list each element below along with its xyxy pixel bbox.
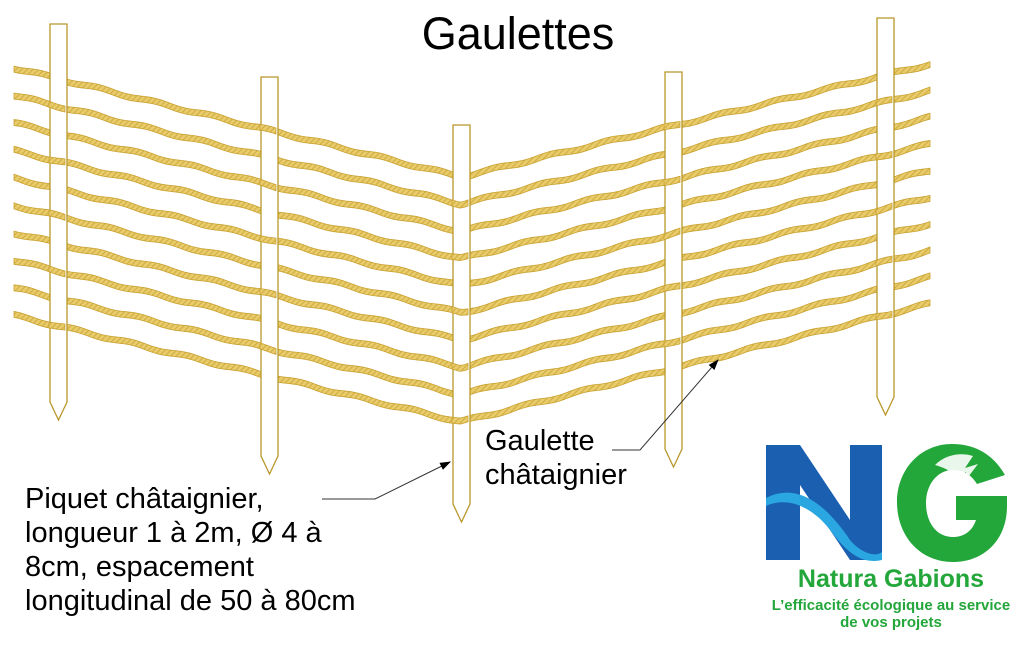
wattle-rod [13,220,931,345]
wattle-rods-front [48,96,893,425]
stake [49,23,68,422]
wattle-rod [48,265,66,278]
wattle-rod [663,121,681,131]
stake [260,76,279,476]
wattle-rod [875,310,893,321]
wattle-rod [48,321,66,331]
wattle-rod [451,362,469,372]
diagram-title: Gaulettes [421,8,615,59]
wattle-rod [13,86,931,209]
gaulette-label: Gaulette châtaignier [485,425,627,491]
wattle-rod [13,112,931,235]
logo-brand-name: Natura Gabions [797,565,985,593]
wattle-rod [13,167,931,288]
piquet-leader [322,461,451,500]
wattle-rod [663,337,681,348]
wattle-rod [48,100,66,113]
stake [876,17,895,417]
ng-monogram-icon [766,444,1007,562]
wattle-rod [13,272,931,399]
wattle-rod [259,342,277,356]
natura-gabions-logo: Natura Gabions L’efficacité écologique a… [760,440,1022,645]
wattle-rod [48,209,66,221]
wattle-rod [451,199,469,209]
wattle-rod [875,202,893,216]
wattle-rod [875,151,893,161]
wattle-rod [13,194,931,316]
wattle-rod [451,306,469,316]
wattle-rod [875,96,893,107]
wattle-rod [259,288,277,299]
wattle-rod [259,123,277,135]
gaulette-leader [612,359,719,451]
wattle-rods [13,61,931,425]
wattle-rod [13,61,931,182]
piquet-label: Piquet châtaignier, longueur 1 à 2m, Ø 4… [25,483,356,617]
leader-lines [322,359,719,500]
wattle-rod [259,235,277,245]
wattle-rod [48,156,66,166]
wattle-rod [451,252,469,261]
wattle-rod [13,246,931,372]
wattle-rod [259,178,277,192]
stake [664,71,683,469]
wattle-rod [663,227,681,241]
wattle-rod [875,255,893,267]
wattle-rod [663,282,681,293]
wattle-rod [663,175,681,186]
wattle-rod [13,140,931,261]
wattle-rod [13,299,931,425]
logo-tagline-line2: de vos projets [840,614,942,631]
logo-tagline: L’efficacité écologique au service de vo… [760,597,1022,631]
stake [452,124,471,524]
logo-tagline-line1: L’efficacité écologique au service [771,597,1011,614]
wattle-rod [451,415,469,425]
